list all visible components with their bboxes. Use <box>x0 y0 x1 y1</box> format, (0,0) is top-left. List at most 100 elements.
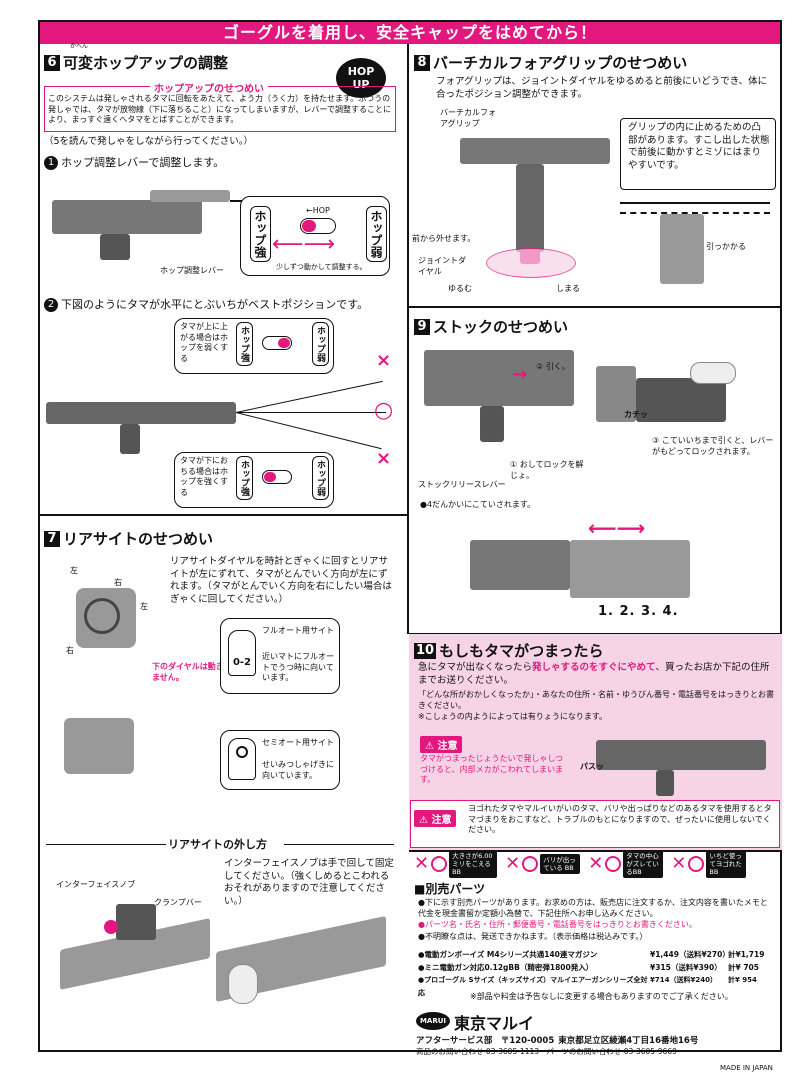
sec10-text-a: 急にタマが出なくなったら <box>418 662 533 673</box>
hop-weak-label: ホップ弱 <box>366 206 387 262</box>
lock-note: ③ こていいちまで引くと、レバーがもどってロックされます。 <box>652 436 774 456</box>
caution1-text: タマがつまったじょうたいで発しゃしつづけると、内部メカがこわれてしまいます。 <box>420 754 564 784</box>
grip-detail-callout <box>620 118 776 190</box>
caution-label-1: ⚠ 注意 <box>420 736 463 753</box>
double-arrow-icon: ⟵⟶ <box>272 232 336 257</box>
caution-badge-1: ⚠ 注意 <box>420 734 463 753</box>
stock-double-arrow-icon: ⟵⟶ <box>588 516 646 540</box>
sec7-number: 7 <box>44 530 60 547</box>
lower-hop-weak: ホップ弱 <box>312 456 329 500</box>
too-high-x-mark: × <box>376 350 392 371</box>
sec10-note1: 「どんな所がおかしくなったか」・あなたの住所・名前・ゆうびん番号・電話番号をはっ… <box>418 690 774 710</box>
best-o-mark: ○ <box>374 398 394 423</box>
bad-bb-1: ✕大きさが6.00ミリをこえるBB <box>414 850 498 878</box>
caution-label-2: ⚠ 注意 <box>414 810 457 827</box>
trajectory-level <box>236 412 386 413</box>
section-divider-parts <box>409 850 782 852</box>
bb-icon-2 <box>522 856 539 872</box>
push-release-label: ① おしてロックを解じょ。 <box>510 460 584 480</box>
company-name: 東京マルイ <box>454 1014 535 1033</box>
foregrip-rail-illustration <box>460 138 610 164</box>
sec10-title: 10 もしもタマがつまったら <box>414 640 604 661</box>
parts-note2: ●不明瞭な点は、発送できかねます。（表示価格は税込みです。） <box>418 932 648 941</box>
address-b: 東京都足立区綾瀬4丁目16番地16号 <box>558 1036 699 1046</box>
hop-lever-knob <box>302 220 316 232</box>
sec6-title-text: 可変ホップアップの調整 <box>63 54 229 72</box>
step2-number: 2 <box>44 298 58 312</box>
stock-gun-illustration <box>424 350 574 406</box>
section-divider-7 <box>40 514 407 516</box>
bb-icon-4 <box>688 856 705 872</box>
hop-upper-callout <box>174 318 334 374</box>
clamp-bar-label: クランプバー <box>154 898 202 907</box>
removal-rule-left <box>46 844 166 845</box>
parts-item: ●ミニ電動ガン対応0.12gBB（精密弾1800発入） ¥315（送料¥390）… <box>418 961 774 974</box>
sec8-text: フォアグリップは、ジョイントダイヤルをゆるめると前後にいどうでき、体に合ったポジ… <box>436 76 768 100</box>
semi-auto-callout <box>220 730 340 790</box>
sec10-text: 急にタマが出なくなったら発しゃするのをすぐにやめて、買ったお店か下記の住所までお… <box>418 662 774 687</box>
interface-knob-label: インターフェイスノブ <box>56 880 136 889</box>
tighten-label: しまる <box>556 284 580 293</box>
parts-footnote: ※部品や料金は予告なしに変更する場合もありますのでご了承ください。 <box>470 992 733 1001</box>
pull-arrow-icon: → <box>512 364 528 385</box>
upper-lever-knob <box>278 338 290 348</box>
grip-inside-note: グリップの内に止めるための凸部があります。すこし出した状態で前後に動かすとミゾに… <box>628 122 770 171</box>
hop-mark-label: ←HOP <box>306 206 330 215</box>
caution-label-text-2: 注意 <box>431 815 452 826</box>
step1-text: ホップ調整レバーで調整します。 <box>61 155 225 169</box>
sec7-title-text: リアサイトのせつめい <box>63 530 214 548</box>
marui-logo-icon: MARUI <box>416 1012 450 1030</box>
parts-item: ●電動ガンボーイズ M4シリーズ共通140連マガジン ¥1,449（送料¥270… <box>418 948 774 961</box>
caution2-box <box>410 800 780 848</box>
groove-rail-illustration <box>620 202 770 214</box>
parts-item-total: 計¥ 954 <box>728 976 757 984</box>
sec10-number: 10 <box>414 642 437 659</box>
bad-bb-4-label: いちど使ってヨゴれたBB <box>706 850 747 878</box>
bad-bb-3-label: タマの中心がズレているBB <box>623 850 664 878</box>
parts-intro: ●下に示す別売パーツがあります。お求めの方は、販売店に注文するか、注文内容を書い… <box>418 898 768 918</box>
address-a: アフターサービス部 〒120-0005 <box>416 1036 555 1046</box>
too-low-x-mark: × <box>376 448 392 469</box>
parts-item-total: 計¥ 705 <box>728 963 759 972</box>
removal-rule-right <box>284 844 394 845</box>
removal-title: リアサイトの外し方 <box>168 838 267 851</box>
stock-hand-illustration <box>690 362 736 384</box>
gun-receiver-illustration <box>52 200 202 234</box>
front-removable-label: 前から外せます。 <box>412 234 476 243</box>
stock-extended-illustration <box>636 378 726 422</box>
badge-line2: UP <box>352 78 370 91</box>
sec9-number: 9 <box>414 318 430 335</box>
sight-on-rail-illustration <box>116 904 156 940</box>
manual-page <box>38 20 782 1052</box>
bad-bb-1-label: 大きさが6.00ミリをこえるBB <box>449 850 498 878</box>
hand-illustration <box>228 964 258 1004</box>
stock-positions-illustration <box>570 540 690 598</box>
step2-text: 下図のようにタマが水平にとぶいちがベストポジションです。 <box>61 297 369 311</box>
rear-sight-flip-illustration <box>64 718 134 774</box>
hop-lever-label: ホップ調整レバー <box>160 266 224 275</box>
bb-icon-1 <box>431 856 448 872</box>
lower-lever-knob <box>264 472 276 482</box>
stock-gun-right-illustration <box>596 366 636 422</box>
label-right-2: 右 <box>66 646 74 655</box>
sec6-title: 6 可変ホップアップの調整 <box>44 52 228 73</box>
rotation-ring <box>486 248 576 278</box>
bad-bb-3: ✕タマの中心がズレているBB <box>588 850 664 878</box>
gun-full-mag <box>120 424 140 454</box>
parts-title: ■別売パーツ <box>414 882 486 896</box>
parts-list: ●電動ガンボーイズ M4シリーズ共通140連マガジン ¥1,449（送料¥270… <box>418 948 774 1000</box>
sec7-text: リアサイトダイヤルを時計とぎゃくに回すとリアサイトが左にずれて、タマがとんでいく… <box>170 556 392 605</box>
hop-strong-label: ホップ強 <box>250 206 271 262</box>
sec8-title-text: バーチカルフォアグリップのせつめい <box>433 54 688 72</box>
parts-item-price: ¥1,449（送料¥270） <box>650 950 730 959</box>
caution-label-text-1: 注意 <box>437 741 458 752</box>
parts-item-total: 計¥1,719 <box>728 950 765 959</box>
hop-lever-icon[interactable] <box>300 218 336 234</box>
pull-label: ② 引く。 <box>536 362 570 371</box>
parts-item-name: ●ミニ電動ガン対応0.12gBB（精密弾1800発入） <box>418 963 594 972</box>
bad-bb-4: ✕いちど使ってヨゴれたBB <box>671 850 747 878</box>
sec10-title-text: もしもタマがつまったら <box>439 642 604 660</box>
badge-line1: HOP <box>347 65 375 78</box>
sight-dial-icon <box>84 598 120 634</box>
sec6-note: （5を読んで発しゃをしながら行ってください。） <box>44 136 254 147</box>
